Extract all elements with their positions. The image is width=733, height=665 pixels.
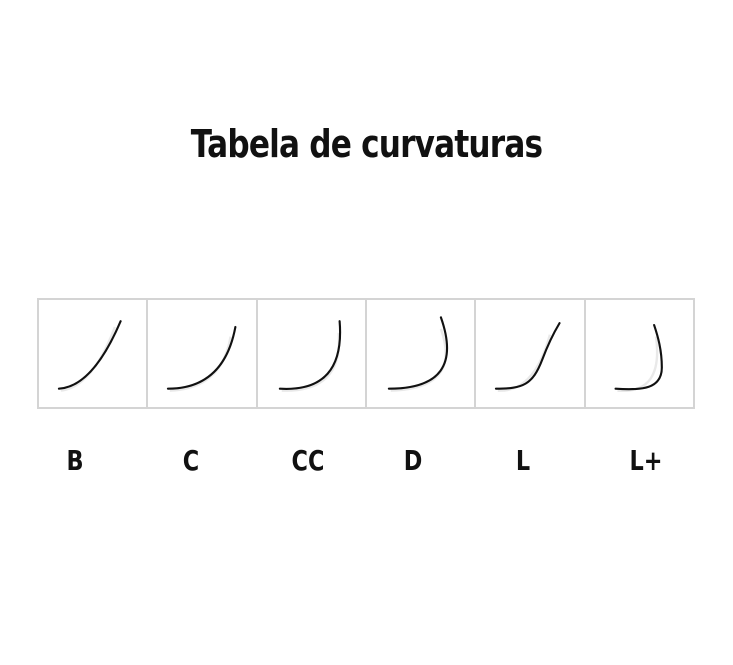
curl-cell-l <box>474 298 586 409</box>
curl-label-b: B <box>66 444 84 477</box>
curl-label-l: L <box>515 444 531 477</box>
page-title: Tabela de curvaturas <box>190 122 543 166</box>
curl-cell-cc <box>255 298 367 409</box>
curl-cell-b <box>37 298 149 409</box>
lash-curl-b-icon <box>57 320 122 392</box>
curl-cell-d <box>364 298 477 409</box>
curl-cell-lplus <box>583 298 695 409</box>
curl-label-lplus: L+ <box>629 444 663 477</box>
curl-chart-strip <box>37 298 695 409</box>
lash-curl-lplus-icon <box>614 324 663 392</box>
lash-curl-d-icon <box>387 316 449 392</box>
curl-label-c: C <box>182 444 200 477</box>
curl-cell-c <box>146 298 258 409</box>
lash-curl-l-icon <box>495 322 561 392</box>
lash-curl-cc-icon <box>278 320 341 392</box>
curl-labels: B C CC D L L+ <box>37 444 695 484</box>
curl-label-d: D <box>403 444 423 477</box>
lash-curl-c-icon <box>167 325 237 392</box>
curl-label-cc: CC <box>291 444 325 477</box>
